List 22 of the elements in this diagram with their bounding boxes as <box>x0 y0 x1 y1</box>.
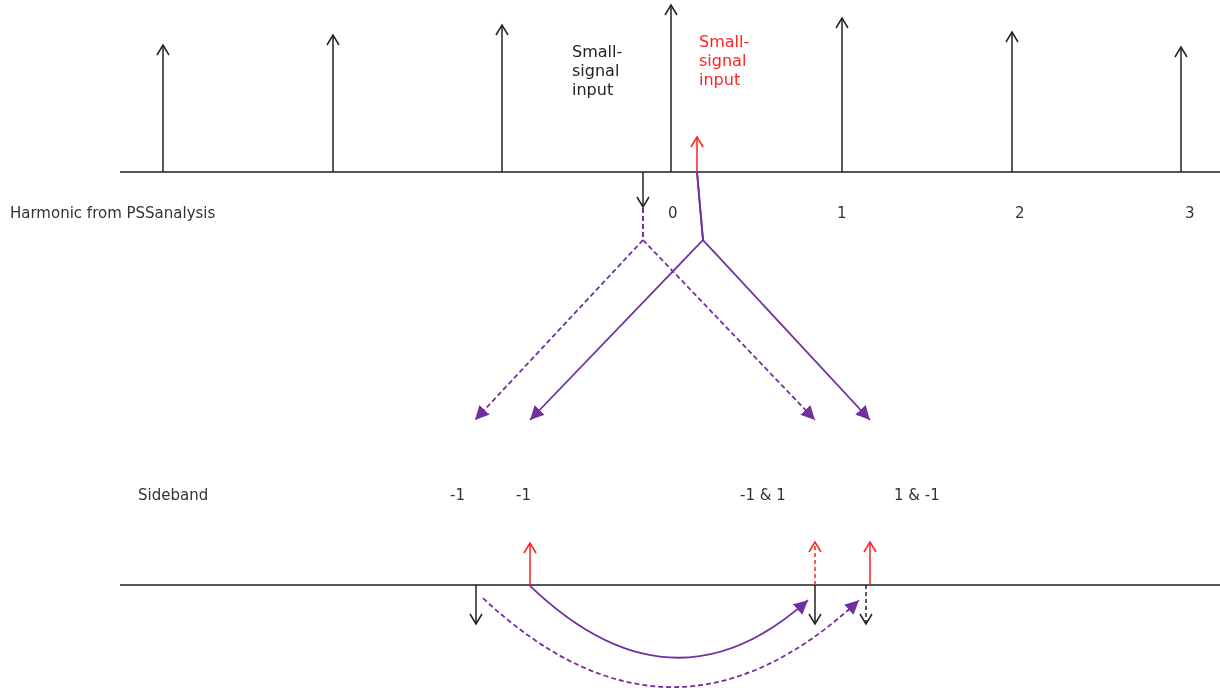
sideband-index: -1 <box>516 486 531 504</box>
harmonic-index: 3 <box>1185 204 1195 222</box>
arrow <box>696 171 871 421</box>
arrow <box>529 584 809 659</box>
harmonic-index: 0 <box>668 204 678 222</box>
sideband-index: -1 <box>450 486 465 504</box>
harmonic-arrow <box>636 172 650 208</box>
axis-title: Harmonic from PSSanalysis <box>10 204 216 222</box>
arrow <box>642 207 816 421</box>
harmonic-index: 2 <box>1015 204 1025 222</box>
arrow <box>482 597 860 688</box>
axis-title: Sideband <box>138 486 209 504</box>
signal-label: Small-signal input <box>572 42 624 100</box>
harmonic-index: 1 <box>837 204 847 222</box>
sideband-arrow <box>808 585 822 625</box>
input-arrow <box>690 136 704 172</box>
sideband-arrow <box>859 585 873 625</box>
sideband-arrow <box>523 542 537 585</box>
sideband-arrow <box>469 585 483 625</box>
signal-label: Small-signal input <box>699 32 751 90</box>
sideband-index: -1 & 1 <box>740 486 786 504</box>
sideband-index: 1 & -1 <box>894 486 940 504</box>
